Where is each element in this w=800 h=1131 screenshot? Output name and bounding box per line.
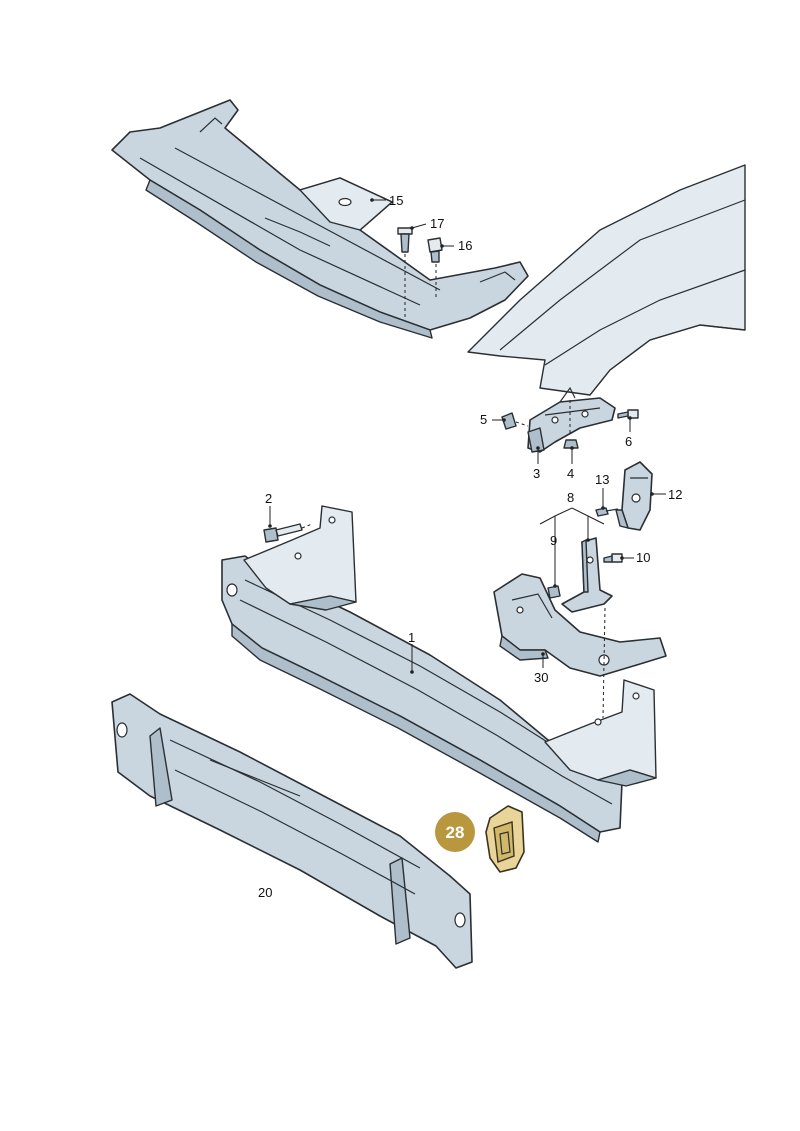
part-9-screw [547,585,561,599]
callout-labels: 1 2 3 4 5 6 8 9 10 12 13 15 16 17 20 30 [258,193,682,900]
callout-13: 13 [595,472,609,487]
callout-6: 6 [625,434,632,449]
part-1-bumper-carrier [221,505,657,843]
highlight-badge-28: 28 [435,812,475,852]
part-17-push-rivet [397,227,413,320]
badge-label: 28 [446,823,465,842]
part-28-highlighted-insert [485,805,525,873]
part-6-bolt [617,409,639,419]
part-10-screw [603,553,623,563]
part-4-nut [563,439,579,449]
callout-30: 30 [534,670,548,685]
part-12-side-bracket [615,461,653,531]
part-2-bolt [263,523,303,543]
part-13-screw [595,507,619,517]
callout-8: 8 [567,490,574,505]
callout-12: 12 [668,487,682,502]
callout-15: 15 [389,193,403,208]
callout-20: 20 [258,885,272,900]
badge-circle [435,812,475,852]
leader-lines [268,198,666,674]
part-15-upper-cover [111,99,529,339]
callout-9: 9 [550,533,557,548]
part-3-mounting-bracket [527,386,616,453]
callout-1: 1 [408,630,415,645]
assembly-lines [301,400,606,719]
callout-3: 3 [533,466,540,481]
part-30-support-bracket [493,573,667,677]
callout-10: 10 [636,550,650,565]
callout-5: 5 [480,412,487,427]
fender-context [467,164,746,396]
callout-17: 17 [430,216,444,231]
part-5-clip [501,412,517,430]
callout-4: 4 [567,466,574,481]
part-20-energy-absorber [111,693,473,969]
callout-16: 16 [458,238,472,253]
callout-2: 2 [265,491,272,506]
part-8-guide-assembly [561,537,613,613]
part-16-clip-nut [427,237,443,300]
